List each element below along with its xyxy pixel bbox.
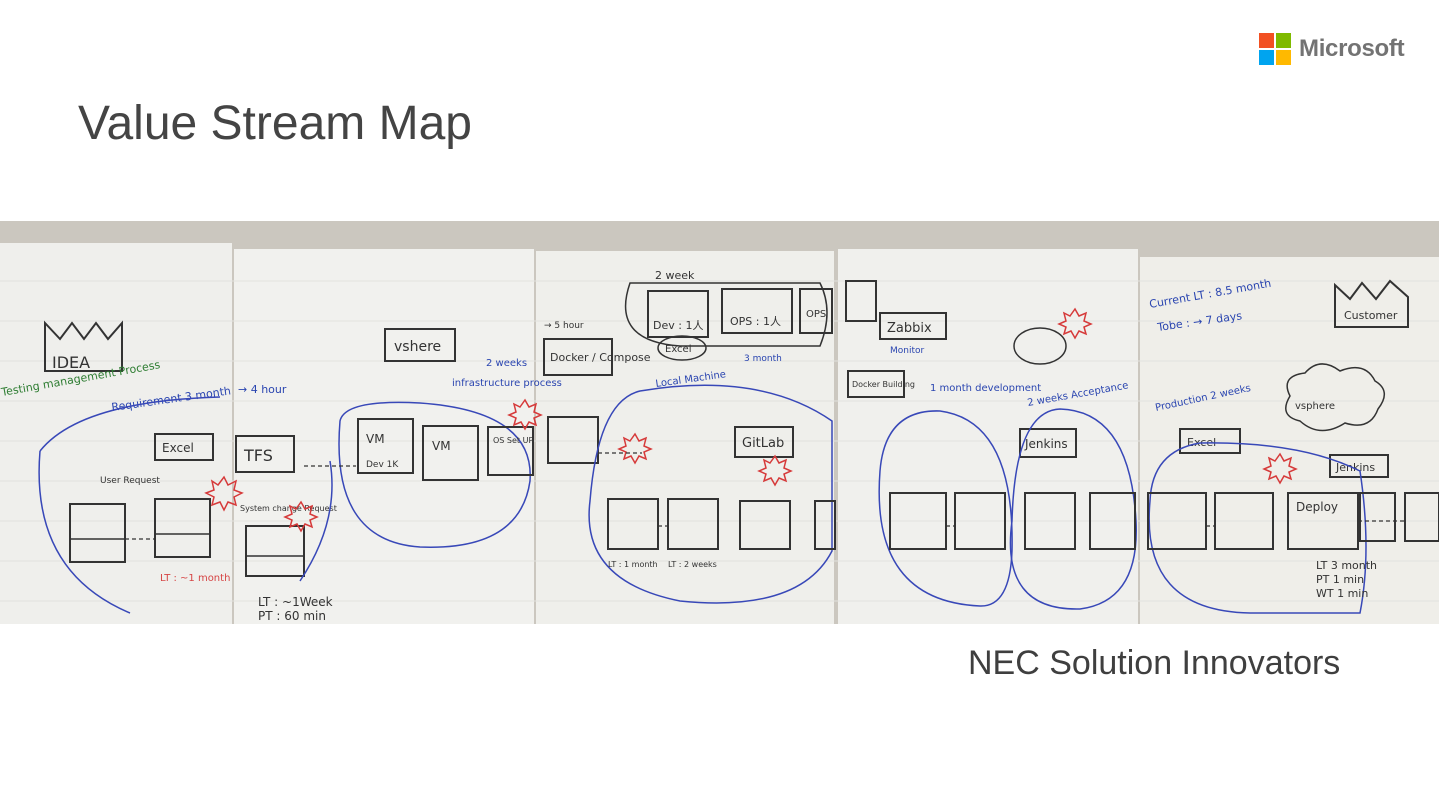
logo-square-yellow <box>1276 50 1291 65</box>
value-stream-map-photo: IDEA Testing management Process Requirem… <box>0 221 1439 624</box>
development-note: 1 month development <box>930 383 1041 394</box>
vm-box-2: VM <box>432 439 451 453</box>
excel-box-1: Excel <box>162 441 194 455</box>
page-title: Value Stream Map <box>78 97 472 150</box>
excel-box-2: Excel <box>665 344 692 355</box>
microsoft-logo-text: Microsoft <box>1299 35 1405 62</box>
dev-1-note: Dev : 1人 <box>653 319 703 332</box>
system-change-note: System change Request <box>240 504 337 513</box>
monitor-note: Monitor <box>890 346 925 356</box>
gitlab-box: GitLab <box>742 436 784 451</box>
user-request-note: User Request <box>100 476 160 486</box>
tfs-box: TFS <box>243 446 273 465</box>
three-month-note: 3 month <box>744 354 782 364</box>
hour4-note: → 4 hour <box>238 383 287 396</box>
docker-box: Docker / Compose <box>550 351 651 364</box>
customer-label: Customer <box>1344 309 1398 322</box>
vshere-box: vshere <box>394 339 441 355</box>
lt-week-note: LT : ~1Week <box>258 595 333 609</box>
whiteboard-drawing: IDEA Testing management Process Requirem… <box>0 221 1439 624</box>
pt-1-note: PT 1 min <box>1316 573 1364 586</box>
hour5-note: → 5 hour <box>544 321 584 331</box>
wt-1-note: WT 1 min <box>1316 587 1368 600</box>
logo-square-red <box>1259 33 1274 48</box>
vsphere-cloud: vsphere <box>1295 401 1335 412</box>
idea-label: IDEA <box>52 353 90 372</box>
logo-square-green <box>1276 33 1291 48</box>
deploy-box: Deploy <box>1296 500 1338 514</box>
two-week-top-note: 2 week <box>655 269 695 282</box>
pt-60-note: PT : 60 min <box>258 609 326 623</box>
ops-note: OPS <box>806 309 826 320</box>
zabbix-box: Zabbix <box>887 321 932 336</box>
jenkins-box-1: Jenkins <box>1024 437 1068 451</box>
os-setup-box: OS Set UP <box>493 436 533 445</box>
vm-box-1: VM <box>366 432 385 446</box>
lt-3-note: LT 3 month <box>1316 559 1377 572</box>
ops-1-note: OPS : 1人 <box>730 315 781 328</box>
presenter-caption: NEC Solution Innovators <box>968 644 1341 682</box>
two-weeks-note-1: 2 weeks <box>486 358 527 369</box>
logo-square-blue <box>1259 50 1274 65</box>
dev-1k-note: Dev 1K <box>366 460 399 470</box>
microsoft-logo-icon <box>1259 33 1291 65</box>
builder-box: Docker Building <box>852 380 915 389</box>
lt-2-note: LT : 2 weeks <box>668 560 717 569</box>
microsoft-logo: Microsoft <box>1259 33 1405 65</box>
lt-left-note: LT : ~1 month <box>160 573 230 584</box>
infra-note: infrastructure process <box>452 378 562 389</box>
lt-1-note: LT : 1 month <box>608 560 658 569</box>
